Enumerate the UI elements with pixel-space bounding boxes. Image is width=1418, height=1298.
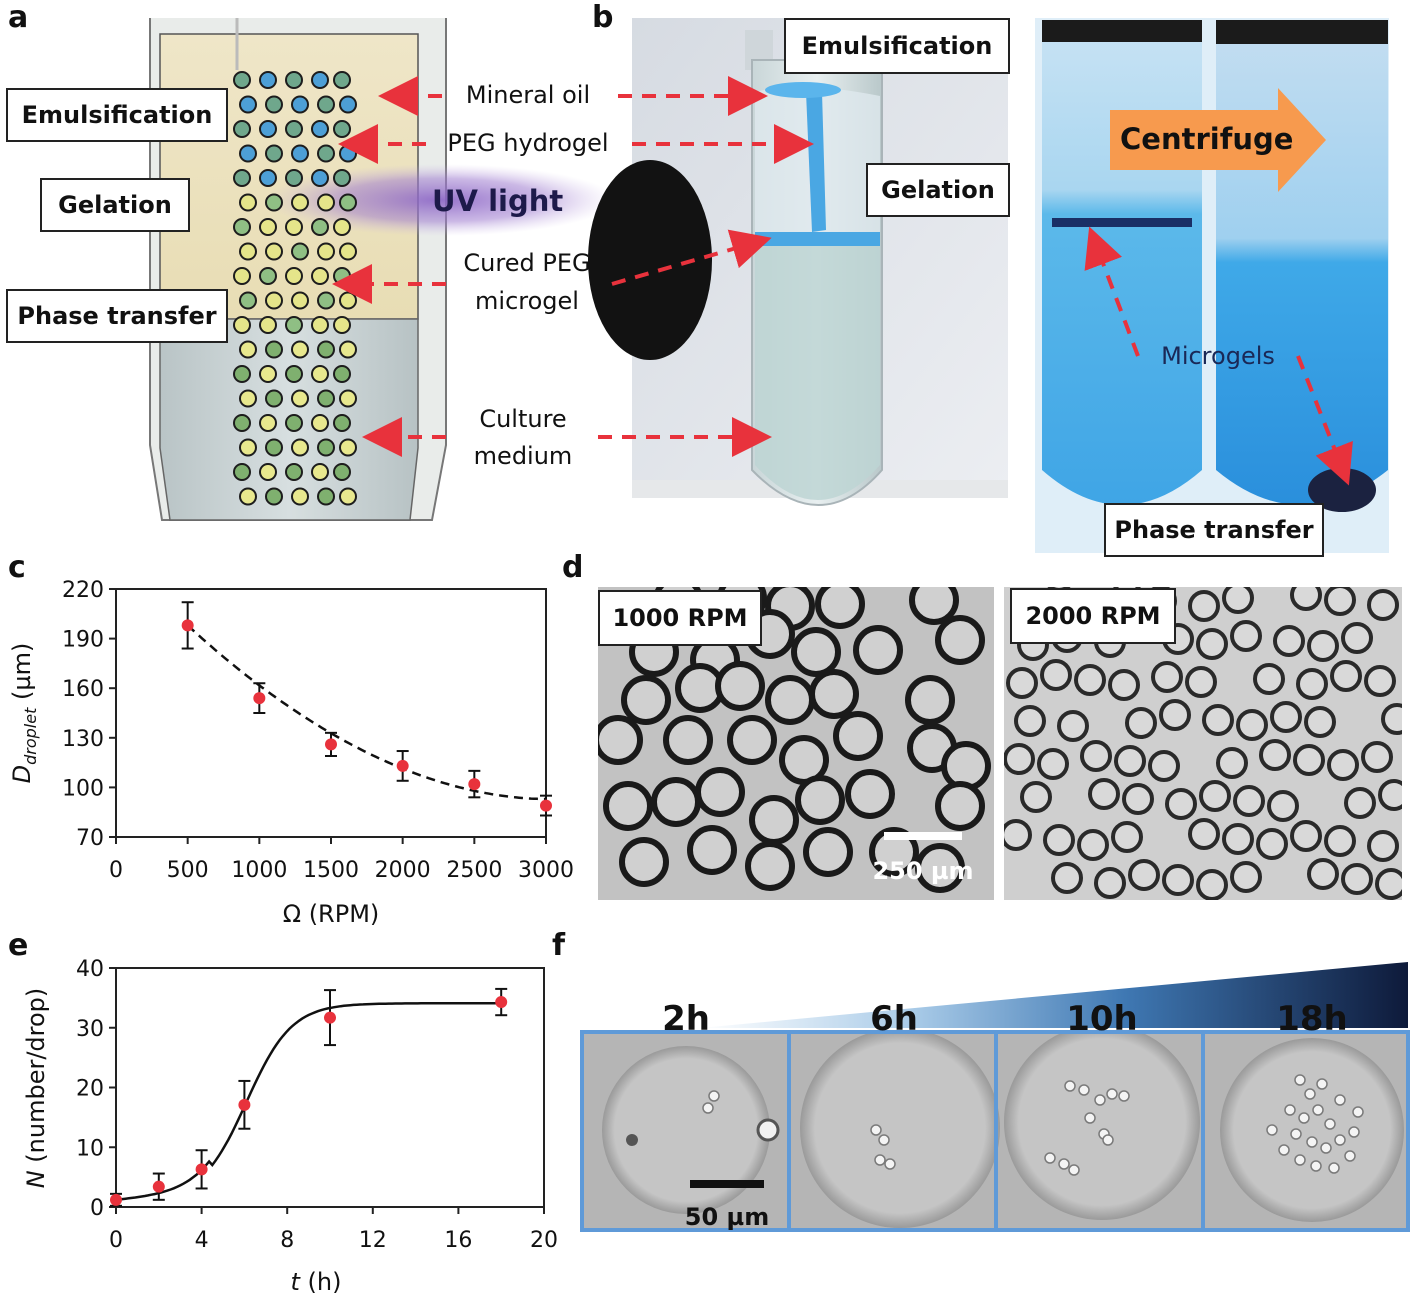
panel-f-time-10h: 10h bbox=[1066, 999, 1138, 1039]
chart-e-ytick-label: 20 bbox=[76, 1077, 104, 1102]
annotation-culture: Culture bbox=[479, 405, 567, 433]
chart-c-xtick-label: 2000 bbox=[375, 858, 431, 883]
chart-c-ytick-label: 70 bbox=[76, 826, 104, 851]
chart-e-ytick-label: 0 bbox=[90, 1196, 104, 1221]
chart-c-xtick-label: 0 bbox=[109, 858, 123, 883]
panel-e-letter: e bbox=[8, 928, 29, 963]
panel-b-centrifuge-label: Centrifuge bbox=[1120, 122, 1294, 156]
chart-e-data-point bbox=[324, 1011, 336, 1024]
chart-c-xtick-label: 1500 bbox=[303, 858, 359, 883]
chart-e-xtick-label: 20 bbox=[530, 1228, 558, 1253]
chart-c-xtick-label: 500 bbox=[167, 858, 209, 883]
chart-c-ylabel: Ddroplet (µm) bbox=[8, 643, 40, 784]
chart-c-ytick-label: 160 bbox=[62, 677, 104, 702]
chart-e-ytick-label: 10 bbox=[76, 1136, 104, 1161]
chart-e-ytick-label: 30 bbox=[76, 1017, 104, 1042]
panel-d-2000rpm-label: 2000 RPM bbox=[1010, 588, 1176, 644]
chart-c-ytick-label: 130 bbox=[62, 727, 104, 752]
panel-f-scale-bar-label: 50 µm bbox=[684, 1203, 770, 1231]
annotation-medium: medium bbox=[473, 442, 573, 470]
panel-a-letter: a bbox=[8, 0, 29, 35]
chart-e-ytick-label: 40 bbox=[76, 957, 104, 982]
chart-e-xtick-label: 8 bbox=[280, 1228, 294, 1253]
panel-d-scale-bar-label: 250 µm bbox=[872, 857, 974, 885]
chart-c-ytick-label: 190 bbox=[62, 628, 104, 653]
chart-e-ylabel: N (number/drop) bbox=[22, 988, 50, 1189]
panel-b-microgels-label: Microgels bbox=[1161, 342, 1275, 370]
annotation-uv-light: UV light bbox=[432, 184, 564, 218]
chart-c-data-point bbox=[325, 738, 337, 751]
panel-c-letter: c bbox=[8, 550, 26, 585]
chart-e-xtick-label: 0 bbox=[109, 1228, 123, 1253]
annotation-mineral-oil: Mineral oil bbox=[465, 81, 591, 109]
panel-f-time-6h: 6h bbox=[870, 999, 918, 1039]
chart-e-data-point bbox=[495, 996, 508, 1009]
chart-c-xlabel: Ω (RPM) bbox=[283, 900, 380, 928]
panel-b-gelation-label: Gelation bbox=[866, 163, 1010, 217]
panel-b-emulsification-label: Emulsification bbox=[784, 18, 1010, 74]
panel-b-letter: b bbox=[592, 0, 614, 35]
chart-c-ytick-label: 220 bbox=[62, 578, 104, 603]
panel-a-emulsification-label: Emulsification bbox=[6, 88, 228, 142]
chart-c-data-point bbox=[396, 759, 409, 772]
chart-e-data-point bbox=[195, 1163, 208, 1176]
chart-c-data-point bbox=[181, 619, 194, 632]
chart-e-data-point bbox=[110, 1193, 122, 1206]
panel-d-1000rpm-label: 1000 RPM bbox=[598, 590, 762, 646]
chart-e-xtick-label: 12 bbox=[359, 1228, 387, 1253]
annotation-peg-hydrogel: PEG hydrogel bbox=[447, 129, 609, 157]
chart-c-data-point bbox=[540, 799, 552, 812]
annotation-cured-peg: Cured PEG bbox=[463, 249, 591, 277]
chart-c-data-point bbox=[253, 692, 266, 705]
panel-f-time-2h: 2h bbox=[662, 999, 710, 1039]
chart-c-xtick-label: 3000 bbox=[518, 858, 574, 883]
chart-e-data-point bbox=[238, 1098, 251, 1111]
panel-f-letter: f bbox=[552, 928, 566, 963]
chart-e-xlabel: t (h) bbox=[291, 1268, 342, 1296]
panel-f-time-18h: 18h bbox=[1276, 999, 1348, 1039]
panel-b-phase-transfer-label: Phase transfer bbox=[1104, 503, 1324, 557]
chart-e-xtick-label: 4 bbox=[195, 1228, 209, 1253]
panel-a-gelation-label: Gelation bbox=[40, 178, 190, 232]
panel-a-phase-transfer-label: Phase transfer bbox=[6, 289, 228, 343]
chart-c-xtick-label: 2500 bbox=[446, 858, 502, 883]
chart-e-fit-curve bbox=[115, 1002, 502, 1202]
chart-c-data-point bbox=[468, 778, 481, 791]
chart-c-fit-curve bbox=[186, 624, 546, 801]
chart-c-xtick-label: 1000 bbox=[231, 858, 287, 883]
chart-e-xtick-label: 16 bbox=[444, 1228, 472, 1253]
annotation-microgel: microgel bbox=[475, 287, 579, 315]
chart-e-data-point bbox=[152, 1180, 165, 1193]
panel-d-letter: d bbox=[562, 550, 584, 585]
chart-c-ytick-label: 100 bbox=[62, 776, 104, 801]
